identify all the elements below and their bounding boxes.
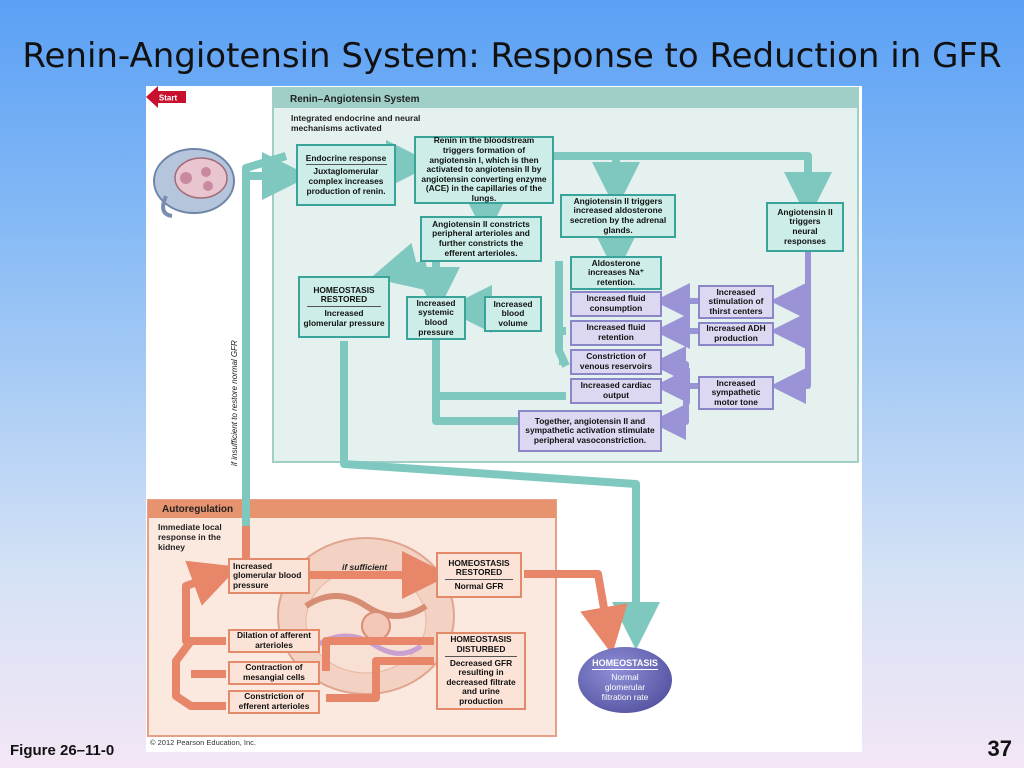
figure-caption: Figure 26–11-0: [10, 742, 115, 759]
page-number: 37: [987, 736, 1012, 761]
angiotensin-constricts-box: Angiotensin II constricts peripheral art…: [420, 216, 542, 262]
aldosterone-box: Aldosterone increases Na⁺ retention.: [570, 256, 662, 290]
dilation-box: Dilation of afferent arterioles: [228, 629, 320, 653]
auto-restored-box: HOMEOSTASIS RESTORED Normal GFR: [436, 552, 522, 598]
ras-title: Renin–Angiotensin System: [290, 94, 420, 105]
auto-title: Autoregulation: [162, 504, 234, 515]
adh-box: Increased ADH production: [698, 322, 774, 346]
side-label: if insufficient to restore normal GFR: [230, 340, 239, 466]
figure: Renin–Angiotensin System Integrated endo…: [146, 86, 862, 752]
mesangial-box: Contraction of mesangial cells: [228, 661, 320, 685]
glomerular-bp-box: Increased glomerular blood pressure: [228, 558, 310, 594]
homeostasis-restored-box: HOMEOSTASIS RESTORED Increased glomerula…: [298, 276, 390, 338]
angiotensin-neural-line1: Angiotensin II triggers: [777, 206, 833, 227]
if-sufficient-label: if sufficient: [342, 562, 388, 572]
angiotensin-neural-box: Angiotensin II triggers neural responses: [766, 202, 844, 252]
auto-restored-body: Normal GFR: [454, 580, 504, 591]
auto-subtitle: Immediate local response in the kidney: [158, 522, 222, 552]
purple-arrows: [650, 251, 811, 440]
ras-title-bar: [273, 88, 858, 108]
diagram-canvas: [147, 87, 859, 737]
venous-box: Constriction of venous reservoirs: [570, 349, 662, 375]
disturbed-header: HOMEOSTASIS DISTURBED: [445, 635, 517, 657]
homeostasis-restored-header: HOMEOSTASIS RESTORED: [307, 285, 381, 307]
slide-title: Renin-Angiotensin System: Response to Re…: [22, 36, 1002, 76]
homeostasis-restored-body: Increased glomerular pressure: [303, 308, 385, 328]
ras-subtitle: Integrated endocrine and neural mechanis…: [291, 113, 421, 133]
endocrine-response-box: Endocrine response Juxtaglomerular compl…: [296, 144, 396, 206]
thirst-box: Increased stimulation of thirst centers: [698, 285, 774, 319]
sympathetic-box: Increased sympathetic motor tone: [698, 376, 774, 410]
angiotensin-neural-line2: neural responses: [784, 226, 826, 246]
disturbed-box: HOMEOSTASIS DISTURBED Decreased GFR resu…: [436, 632, 526, 710]
fluid-consumption-box: Increased fluid consumption: [570, 291, 662, 317]
blood-volume-box: Increased blood volume: [484, 296, 542, 332]
cardiac-box: Increased cardiac output: [570, 378, 662, 404]
efferent-box: Constriction of efferent arterioles: [228, 690, 320, 714]
endocrine-header: Endocrine response: [305, 153, 387, 166]
vasoconstriction-box: Together, angiotensin II and sympathetic…: [518, 410, 662, 452]
salmon-arrows: [172, 526, 628, 710]
angiotensin-aldosterone-box: Angiotensin II triggers increased aldost…: [560, 194, 676, 238]
fluid-retention-box: Increased fluid retention: [570, 320, 662, 346]
teal-arrows: [242, 140, 832, 650]
disturbed-body: Decreased GFR resulting in decreased fil…: [446, 657, 516, 706]
systemic-bp-box: Increased systemic blood pressure: [406, 296, 466, 340]
homeostasis-circle: HOMEOSTASIS Normal glomerular filtration…: [578, 647, 672, 713]
auto-restored-header: HOMEOSTASIS RESTORED: [444, 558, 514, 580]
renin-box: Renin in the bloodstream triggers format…: [414, 136, 554, 204]
copyright: © 2012 Pearson Education, Inc.: [150, 738, 257, 747]
homeostasis-body: Normal glomerular filtration rate: [601, 672, 649, 702]
start-label: Start: [159, 94, 178, 103]
kidney-icon: [153, 148, 235, 218]
endocrine-body: Juxtaglomerular complex increases produc…: [306, 166, 386, 196]
start-arrow-icon: Start: [146, 86, 186, 108]
homeostasis-header: HOMEOSTASIS: [592, 658, 658, 670]
